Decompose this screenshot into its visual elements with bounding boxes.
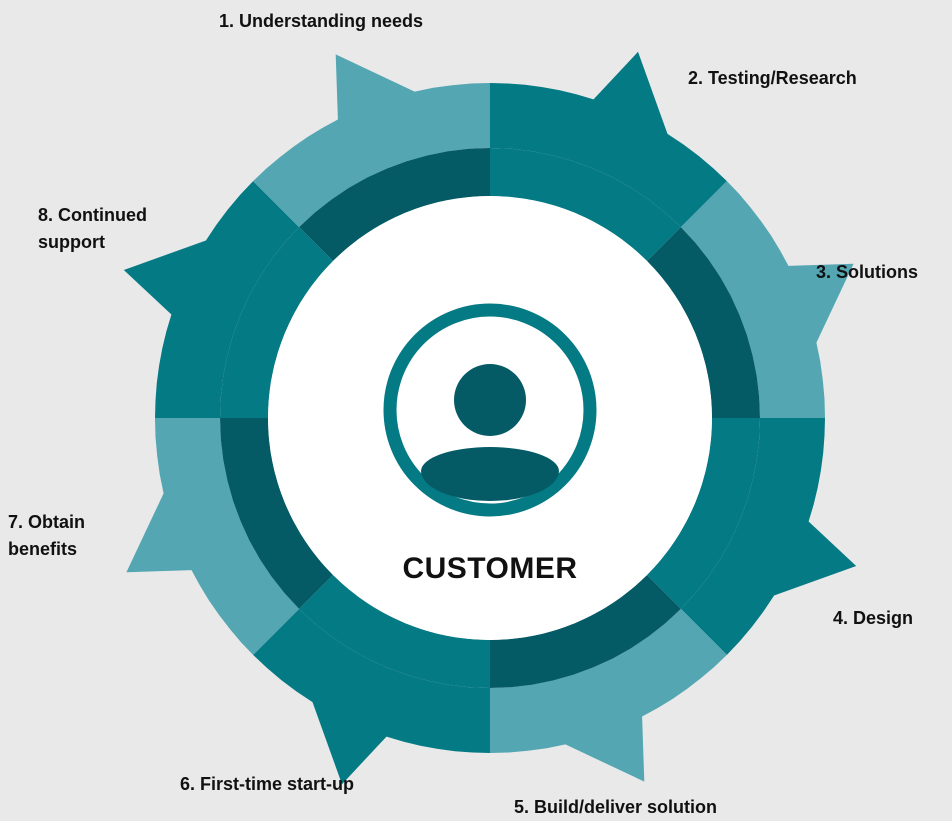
inner-segment-2 [490, 148, 681, 261]
outer-segment-5 [253, 608, 490, 785]
inner-segment-5 [490, 575, 681, 688]
inner-segment-1 [299, 148, 490, 261]
inner-segment-7 [220, 418, 333, 609]
inner-segment-3 [647, 227, 760, 418]
step-8-line-1: 8. Continued [38, 205, 147, 225]
step-label-4: 4. Design [833, 605, 913, 632]
outer-segment-2 [680, 181, 854, 418]
inner-ring [220, 148, 760, 688]
step-8-line-2: support [38, 232, 105, 252]
step-label-2: 2. Testing/Research [688, 65, 857, 92]
step-label-8: 8. Continued support [38, 202, 147, 256]
outer-ring [123, 51, 857, 785]
step-1-text: 1. Understanding needs [219, 11, 424, 31]
step-label-6: 6. First-time start-up [180, 771, 354, 798]
step-3-text: 3. Solutions [816, 262, 919, 282]
outer-segment-6 [126, 418, 300, 655]
step-label-7: 7. Obtain benefits [8, 509, 85, 563]
inner-segment-8 [220, 227, 333, 418]
step-7-line-1: 7. Obtain [8, 512, 86, 532]
step-7-line-2: benefits [8, 539, 78, 559]
center-title: CUSTOMER [402, 552, 578, 585]
outer-segment-4 [490, 608, 727, 782]
step-5-text: 5. Build/deliver solution [514, 797, 718, 817]
user-head [454, 364, 526, 436]
outer-segment-1 [490, 51, 727, 228]
step-label-3: 3. Solutions [816, 259, 918, 286]
user-icon [383, 303, 597, 517]
inner-segment-4 [647, 418, 760, 609]
step-6-text: 6. First-time start-up [180, 774, 355, 794]
user-body [421, 447, 559, 501]
step-4-text: 4. Design [833, 608, 914, 628]
outer-segment-3 [680, 418, 857, 655]
step-label-1: 1. Understanding needs [219, 8, 423, 35]
step-2-text: 2. Testing/Research [688, 68, 857, 88]
outer-segment-8 [253, 54, 490, 228]
inner-segment-6 [299, 575, 490, 688]
outer-segment-7 [123, 181, 300, 418]
step-label-5: 5. Build/deliver solution [514, 794, 717, 821]
